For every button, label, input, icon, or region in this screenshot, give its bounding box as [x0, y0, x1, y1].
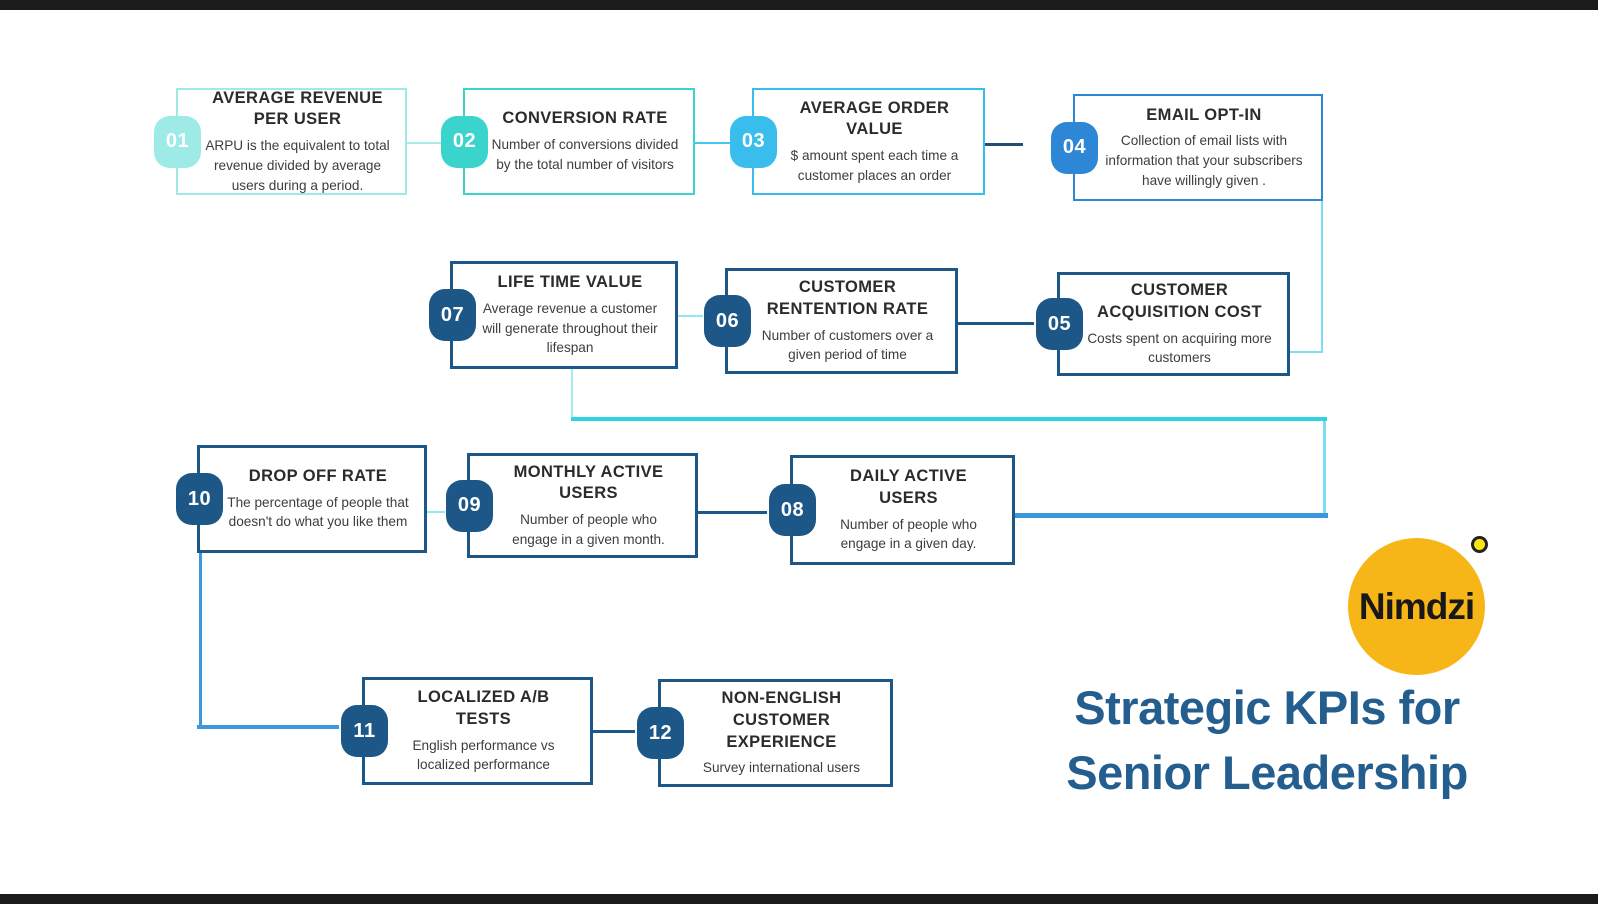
kpi-number-badge-12: 12: [637, 707, 684, 759]
page-title-line1: Strategic KPIs for: [1074, 681, 1460, 734]
kpi-number-badge-02: 02: [441, 115, 488, 168]
kpi-number-badge-03: 03: [730, 115, 777, 168]
kpi-number-badge-11: 11: [341, 705, 388, 757]
connector-03-04: [985, 143, 1023, 146]
kpi-title: CUSTOMER RENTENTION RATE: [766, 278, 929, 318]
kpi-box-01: 01 AVERAGE REVENUE PER USER ARPU is the eq…: [154, 88, 407, 195]
kpi-number-badge-06: 06: [704, 295, 751, 347]
kpi-number-badge-07: 07: [429, 289, 476, 341]
connector-10-09: [427, 511, 445, 513]
connector-07-06: [678, 315, 703, 317]
connector-04-to-05: [1290, 351, 1323, 353]
kpi-description: Number of customers over a given period …: [761, 327, 934, 363]
connector-07-down: [571, 369, 573, 419]
kpi-box-05: 05 CUSTOMER ACQUISITION COST Costs spent o…: [1036, 272, 1290, 376]
kpi-box-11: 11 LOCALIZED A/B TESTS English performance…: [341, 677, 593, 785]
kpi-number-badge-01: 01: [154, 115, 201, 168]
kpi-description: Survey international users: [702, 760, 861, 776]
connector-10-to-11: [197, 725, 339, 729]
connector-10-down: [199, 553, 202, 728]
kpi-box-03: 03 AVERAGE ORDER VALUE $ amount spent each…: [730, 88, 985, 195]
kpi-title: AVERAGE ORDER VALUE: [799, 98, 950, 139]
kpi-description: Number of people who engage in a given d…: [840, 516, 977, 552]
kpi-box-07: 07 LIFE TIME VALUE Average revenue a custo…: [429, 261, 678, 369]
connector-02-03: [695, 142, 733, 144]
connector-right-down: [1323, 421, 1326, 515]
connector-mid-horizontal: [571, 417, 1327, 421]
connector-06-05: [958, 322, 1034, 325]
kpi-box-08: 08 DAILY ACTIVE USERS Number of people who…: [769, 455, 1015, 565]
kpi-description: ARPU is the equivalent to total revenue …: [205, 138, 390, 193]
connector-04-down: [1321, 201, 1323, 353]
kpi-title: MONTHLY ACTIVE USERS: [513, 462, 664, 503]
kpi-number-badge-09: 09: [446, 479, 493, 532]
kpi-title: AVERAGE REVENUE PER USER: [212, 88, 383, 129]
kpi-description: Number of conversions divided by the tot…: [491, 137, 679, 172]
top-black-bar: [0, 0, 1598, 10]
page-title: Strategic KPIs for Senior Leadership: [1032, 676, 1502, 806]
kpi-title: NON-ENGLISH CUSTOMER EXPERIENCE: [721, 689, 842, 751]
kpi-box-12: 12 NON-ENGLISH CUSTOMER EXPERIENCE Survey …: [637, 679, 893, 787]
connector-11-12: [593, 730, 635, 733]
kpi-title: EMAIL OPT-IN: [1146, 105, 1262, 124]
kpi-box-02: 02 CONVERSION RATE Number of conversions d…: [441, 88, 695, 195]
nimdzi-logo-dot-icon: [1474, 539, 1485, 550]
kpi-description: Costs spent on acquiring more customers: [1087, 330, 1272, 366]
kpi-number-badge-05: 05: [1036, 298, 1083, 350]
kpi-title: LIFE TIME VALUE: [497, 273, 643, 292]
connector-09-08: [698, 511, 767, 514]
kpi-box-06: 06 CUSTOMER RENTENTION RATE Number of cust…: [704, 268, 958, 374]
nimdzi-logo-text: Nimdzi: [1358, 585, 1475, 627]
connector-blue-horizontal: [1010, 513, 1328, 518]
kpi-box-04: 04 EMAIL OPT-IN Collection of email lists …: [1051, 94, 1323, 201]
kpi-title: DROP OFF RATE: [248, 466, 388, 485]
kpi-title: DAILY ACTIVE USERS: [850, 467, 967, 507]
kpi-title: CONVERSION RATE: [502, 109, 668, 128]
kpi-description: English performance vs localized perform…: [412, 737, 555, 773]
kpi-box-09: 09 MONTHLY ACTIVE USERS Number of people w…: [446, 453, 698, 558]
page-title-line2: Senior Leadership: [1066, 745, 1468, 799]
kpi-description: Average revenue a customer will generate…: [482, 300, 658, 356]
kpi-description: Collection of email lists with informati…: [1105, 133, 1303, 188]
kpi-description: The percentage of people that doesn't do…: [227, 494, 409, 530]
kpi-description: $ amount spent each time a customer plac…: [790, 148, 959, 183]
kpi-number-badge-08: 08: [769, 484, 816, 536]
kpi-box-10: 10 DROP OFF RATE The percentage of people …: [176, 445, 427, 553]
kpi-title: LOCALIZED A/B TESTS: [417, 688, 550, 728]
kpi-number-badge-10: 10: [176, 473, 223, 525]
bottom-black-bar: [0, 894, 1598, 904]
nimdzi-logo: Nimdzi: [1348, 538, 1485, 675]
kpi-title: CUSTOMER ACQUISITION COST: [1097, 281, 1262, 321]
kpi-number-badge-04: 04: [1051, 121, 1098, 174]
connector-01-02: [407, 142, 444, 144]
kpi-description: Number of people who engage in a given m…: [512, 512, 665, 547]
